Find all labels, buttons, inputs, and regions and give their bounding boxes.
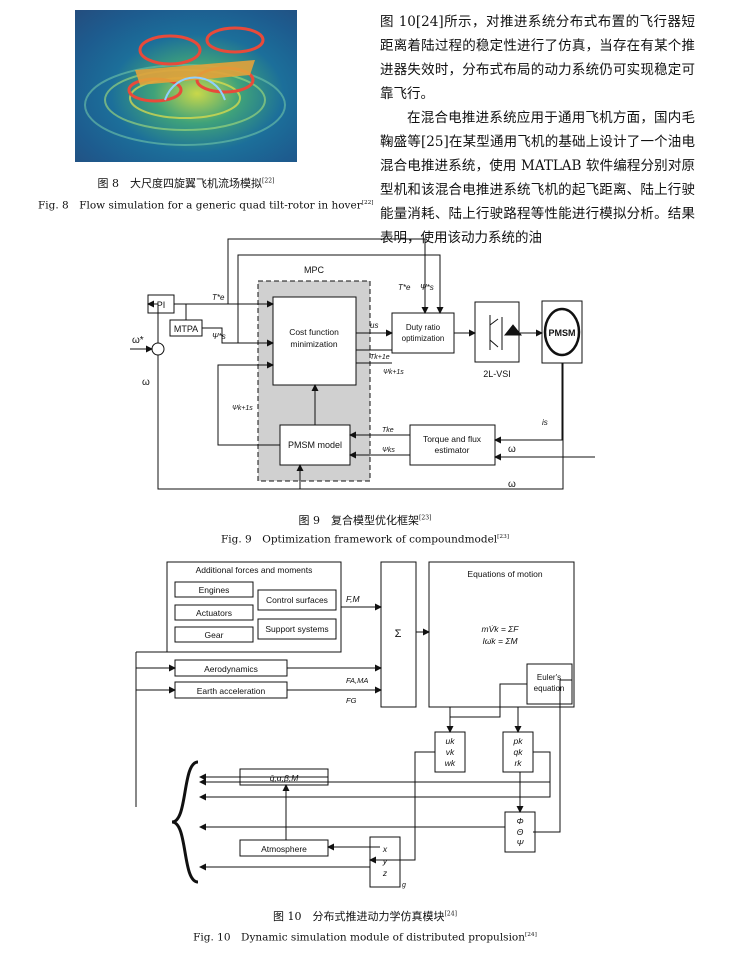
xyz-z: z xyxy=(382,868,388,878)
fm-label: F,M xyxy=(346,594,360,604)
estimator-label-1: Torque and flux xyxy=(423,434,482,444)
engines-box xyxy=(174,581,254,598)
igbt-icon xyxy=(489,315,523,350)
pqr-p: pk xyxy=(513,736,524,746)
gear-box xyxy=(174,626,254,643)
xyz-x: x xyxy=(382,844,388,854)
fig8-caption-cn: 图 8 大尺度四旋翼飞机流场模拟[22] xyxy=(97,177,275,190)
pmsm-model-label: PMSM model xyxy=(288,440,342,450)
control-surfaces-label: Control surfaces xyxy=(266,595,328,605)
omega-label-left: ω xyxy=(142,377,150,388)
additional-label: Additional forces and moments xyxy=(196,565,313,575)
fa-ma-label: FA,MA xyxy=(346,676,368,685)
paragraph-2: 在混合电推进系统应用于通用飞机方面，国内毛鞠盛等[25]在某型通用飞机的基础上设… xyxy=(380,110,695,246)
earth-acceleration-label: Earth acceleration xyxy=(197,686,266,696)
eom-label: Equations of motion xyxy=(467,569,542,579)
xyz-subscript: g xyxy=(402,882,406,889)
flow-simulation-image xyxy=(75,10,297,162)
te-ref-label: T*e xyxy=(212,293,225,302)
sigma-box xyxy=(380,561,417,708)
quad-tilt-rotor-flow-graphic xyxy=(84,26,286,146)
te-ref-label-2: T*e xyxy=(398,283,411,292)
pqr-q: qk xyxy=(514,747,524,757)
fig10-diagram: Additional forces and moments Engines Ac… xyxy=(135,561,575,889)
pmsm-model-box xyxy=(279,424,351,466)
psi-ref-label-2: Ψ*s xyxy=(420,283,434,292)
mtpa-label: MTPA xyxy=(174,324,198,334)
omega-star-label: ω* xyxy=(132,335,144,346)
summing-junction xyxy=(151,342,165,356)
support-systems-label: Support systems xyxy=(265,624,328,634)
us-label: us xyxy=(370,321,378,330)
is-label: is xyxy=(542,418,548,427)
fig10-caption-en: Fig. 10 Dynamic simulation module of dis… xyxy=(193,931,537,944)
actuators-box xyxy=(174,604,254,621)
control-surfaces-box xyxy=(257,589,337,611)
qab-label: q̄,α,β,M xyxy=(270,773,300,783)
angle-psi: Ψ xyxy=(516,838,524,848)
te-k-label: Tke xyxy=(382,427,394,434)
cost-label-1: Cost function xyxy=(289,327,339,337)
uvw-u: uk xyxy=(446,736,456,746)
duty-ratio-box xyxy=(391,312,455,354)
pmsm-motor-icon xyxy=(543,307,581,357)
aerodynamics-label: Aerodynamics xyxy=(204,664,258,674)
duty-label-2: optimization xyxy=(402,334,445,343)
support-systems-box xyxy=(257,618,337,640)
angle-phi: Φ xyxy=(516,816,523,826)
angle-theta: Θ xyxy=(517,827,524,837)
omega-label-right: ω xyxy=(508,444,516,455)
psi-ref-label: Ψ*s xyxy=(212,332,226,341)
eom-eq2: Iω̇k = ΣM xyxy=(482,636,518,646)
uvw-w: wk xyxy=(445,758,456,768)
psi-k1-label: Ψk+1s xyxy=(383,369,404,376)
omega-label-bottom: ω xyxy=(508,479,516,490)
pmsm-label: PMSM xyxy=(549,328,576,338)
euler-label-2: equation xyxy=(534,684,565,693)
cost-label-2: minimization xyxy=(290,339,338,349)
uvw-v: vk xyxy=(446,747,455,757)
euler-label-1: Euler's xyxy=(537,673,561,682)
psi-k1-vertical-label: Ψk+1s xyxy=(232,405,253,412)
cost-function-box xyxy=(272,296,357,386)
estimator-box xyxy=(409,424,496,466)
pqr-r: rk xyxy=(514,758,522,768)
gear-label: Gear xyxy=(205,630,224,640)
fig9-caption-cn: 图 9 复合模型优化框架[23] xyxy=(298,514,432,527)
paragraph-1: 图 10[24]所示，对推进系统分布式布置的飞行器短距离着陆过程的稳定性进行了仿… xyxy=(380,14,695,102)
atmosphere-label: Atmosphere xyxy=(261,844,307,854)
body-text: 图 10[24]所示，对推进系统分布式布置的飞行器短距离着陆过程的稳定性进行了仿… xyxy=(380,10,695,250)
fg-label: FG xyxy=(346,696,357,705)
mpc-label: MPC xyxy=(304,265,325,275)
sigma-label: Σ xyxy=(395,628,402,640)
te-k1-label: Tk+1e xyxy=(370,354,390,361)
xyz-y: y xyxy=(382,856,388,866)
estimator-label-2: estimator xyxy=(435,445,470,455)
vsi-label: 2L-VSI xyxy=(483,369,511,379)
fig10-caption-cn: 图 10 分布式推进动力学仿真模块[24] xyxy=(273,910,457,923)
duty-label-1: Duty ratio xyxy=(406,323,441,332)
psi-k-label: Ψks xyxy=(382,447,395,454)
engines-label: Engines xyxy=(199,585,230,595)
fig9-caption-en: Fig. 9 Optimization framework of compoun… xyxy=(220,533,509,546)
actuators-label: Actuators xyxy=(196,608,232,618)
fig9-diagram: PI MTPA MPC Cost function minimization D… xyxy=(130,238,595,490)
eom-eq1: mV̇k = ΣF xyxy=(482,624,520,634)
fig8-caption-en: Fig. 8 Flow simulation for a generic qua… xyxy=(38,199,374,212)
brace-icon xyxy=(171,760,199,884)
pi-label: PI xyxy=(157,300,166,310)
